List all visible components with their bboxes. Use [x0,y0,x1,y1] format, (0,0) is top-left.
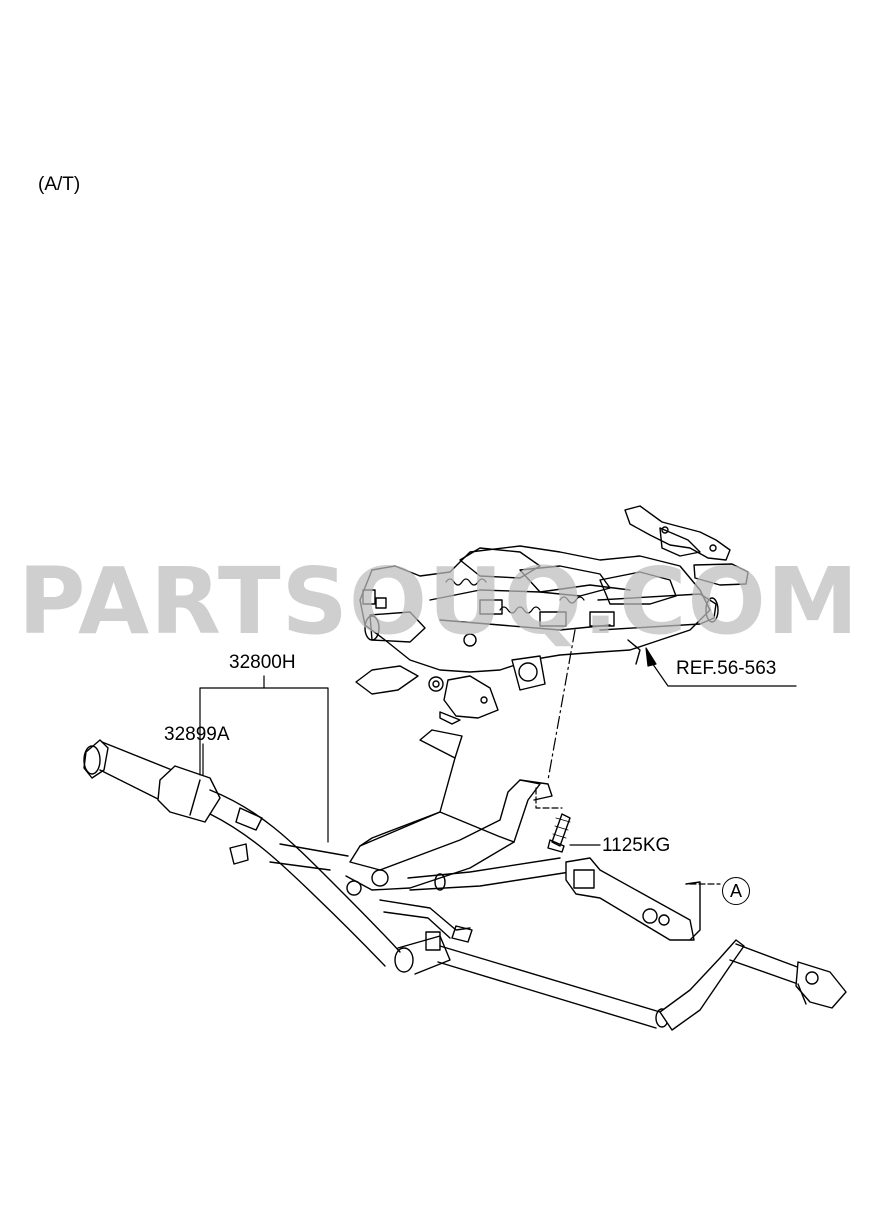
variant-label: (A/T) [38,174,81,195]
watermark: PARTSOUQ.COM [18,548,860,655]
reference-label[interactable]: REF.56-563 [676,658,777,679]
part-label-bolt[interactable]: 1125KG [602,835,671,856]
shift-cable-assembly [83,729,847,1031]
leader-lines [199,629,797,885]
part-label-assembly[interactable]: 32800H [229,652,296,673]
callout-marker-a[interactable]: A [722,877,750,905]
steering-column-assembly [355,505,749,725]
bolt-part [547,813,571,853]
part-label-cable[interactable]: 32899A [164,724,230,745]
